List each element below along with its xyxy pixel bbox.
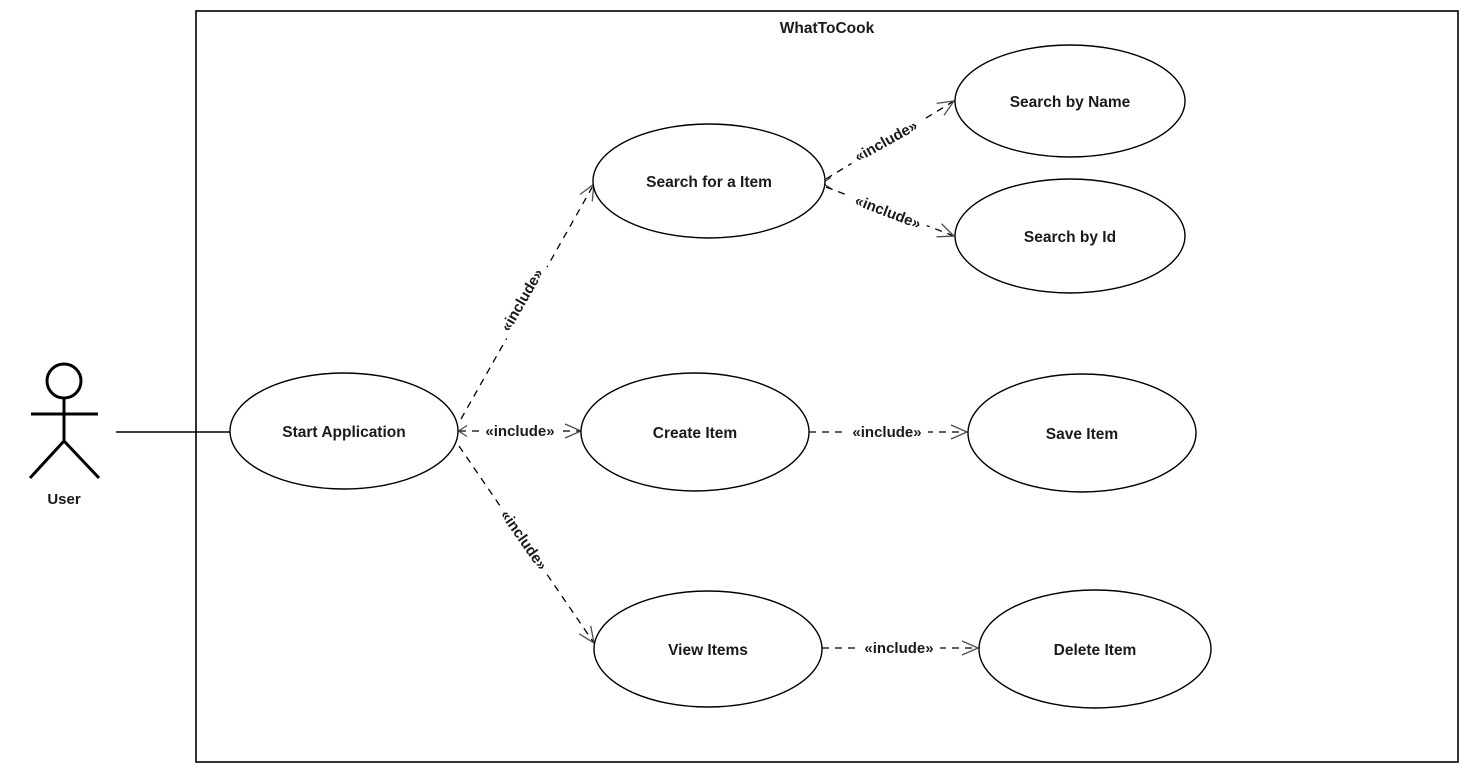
include-label: «include» [497,507,551,573]
usecase-ellipse [229,372,459,490]
usecase-save-item: Save Item [967,373,1197,493]
actor-leg-right [62,439,101,480]
actor-label: User [47,491,81,508]
usecase-ellipse [592,123,826,239]
usecase-search-by-name: Search by Name [954,44,1186,158]
actor-user: User [28,362,101,508]
usecase-create-item: Create Item [580,372,810,492]
label-bg [479,421,561,440]
include-label: «include» [485,423,554,440]
label-bg [846,187,930,236]
usecase-start-application: Start Application [229,372,459,490]
include-label: «include» [852,192,923,233]
include-label-start-search: «include» [492,259,551,341]
include-label: «include» [864,640,933,657]
include-label: «include» [498,266,547,334]
include-label-start-view: «include» [493,500,556,579]
label-bg [858,638,940,657]
label-bg [492,259,551,341]
usecase-label: Search by Name [1010,94,1131,111]
usecase-label: Search by Id [1024,229,1116,246]
usecase-search-by-id: Search by Id [954,178,1186,294]
usecase-search-for-item: Search for a Item [592,123,826,239]
system-title: WhatToCook [780,20,875,37]
usecase-ellipse [593,590,823,708]
include-label-create-save: «include» [846,422,928,441]
include-label-search-name: «include» [845,112,927,169]
include-label-search-id: «include» [846,187,930,236]
usecase-label: Save Item [1046,426,1118,443]
usecase-label: Delete Item [1054,642,1137,659]
usecase-label: View Items [668,642,748,659]
label-bg [846,422,928,441]
include-label: «include» [852,117,921,165]
usecase-label: Start Application [282,424,405,441]
usecase-label: Create Item [653,425,737,442]
usecase-ellipse [580,372,810,492]
include-label-start-create: «include» [479,421,561,440]
usecase-ellipse [954,44,1186,158]
usecase-view-items: View Items [593,590,823,708]
actor-head [45,362,83,400]
usecase-ellipse [978,589,1212,709]
usecase-ellipse [967,373,1197,493]
actor-leg-left [28,439,66,480]
include-label-view-delete: «include» [858,638,940,657]
usecase-label: Search for a Item [646,174,772,191]
include-label: «include» [852,424,921,441]
label-bg [845,112,927,169]
usecase-delete-item: Delete Item [978,589,1212,709]
label-bg [493,500,556,579]
usecase-ellipse [954,178,1186,294]
system-boundary [195,10,1459,763]
